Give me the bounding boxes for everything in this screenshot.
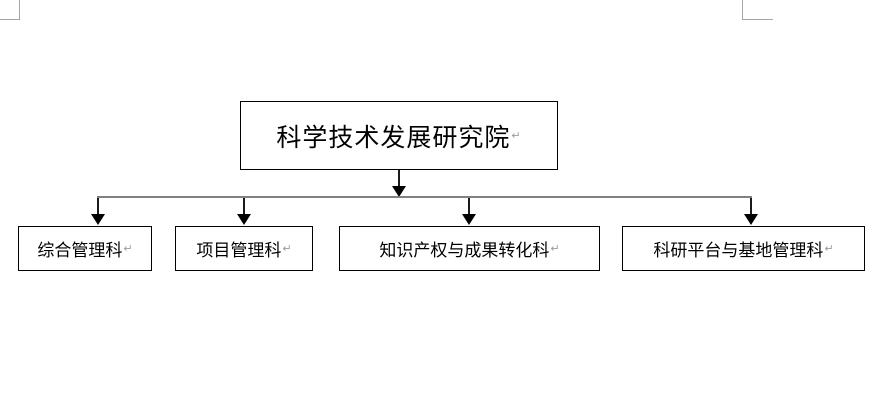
org-node-child-1-label: 项目管理科 [196,241,282,261]
page-margin-mark-top-right [742,0,773,20]
connector-stem-child-1 [243,198,245,215]
page-margin-mark-top-left [0,0,20,20]
org-node-child-2[interactable]: 知识产权与成果转化科↵ [339,226,600,271]
connector-stem-child-3 [750,198,752,215]
connector-arrowhead-child-3 [744,214,758,225]
org-node-root-label: 科学技术发展研究院 [276,122,511,152]
org-node-child-0[interactable]: 综合管理科↵ [18,226,152,271]
paragraph-mark-icon: ↵ [511,129,522,142]
org-node-root[interactable]: 科学技术发展研究院↵ [240,101,558,170]
connector-stem-child-2 [468,198,470,215]
connector-bus-line [97,196,752,198]
connector-arrowhead-root [392,186,406,197]
connector-arrowhead-child-0 [91,214,105,225]
org-node-child-3-label: 科研平台与基地管理科 [653,241,824,261]
paragraph-mark-icon: ↵ [824,242,834,255]
paragraph-mark-icon: ↵ [282,242,292,255]
connector-arrowhead-child-2 [462,214,476,225]
connector-arrowhead-child-1 [237,214,251,225]
connector-stem-root [398,170,400,187]
connector-stem-child-0 [97,198,99,215]
org-node-child-0-label: 综合管理科 [37,241,123,261]
paragraph-mark-icon: ↵ [123,242,133,255]
paragraph-mark-icon: ↵ [550,242,560,255]
org-node-child-1[interactable]: 项目管理科↵ [175,226,313,271]
org-node-child-3[interactable]: 科研平台与基地管理科↵ [622,226,865,271]
org-node-child-2-label: 知识产权与成果转化科 [379,241,550,261]
